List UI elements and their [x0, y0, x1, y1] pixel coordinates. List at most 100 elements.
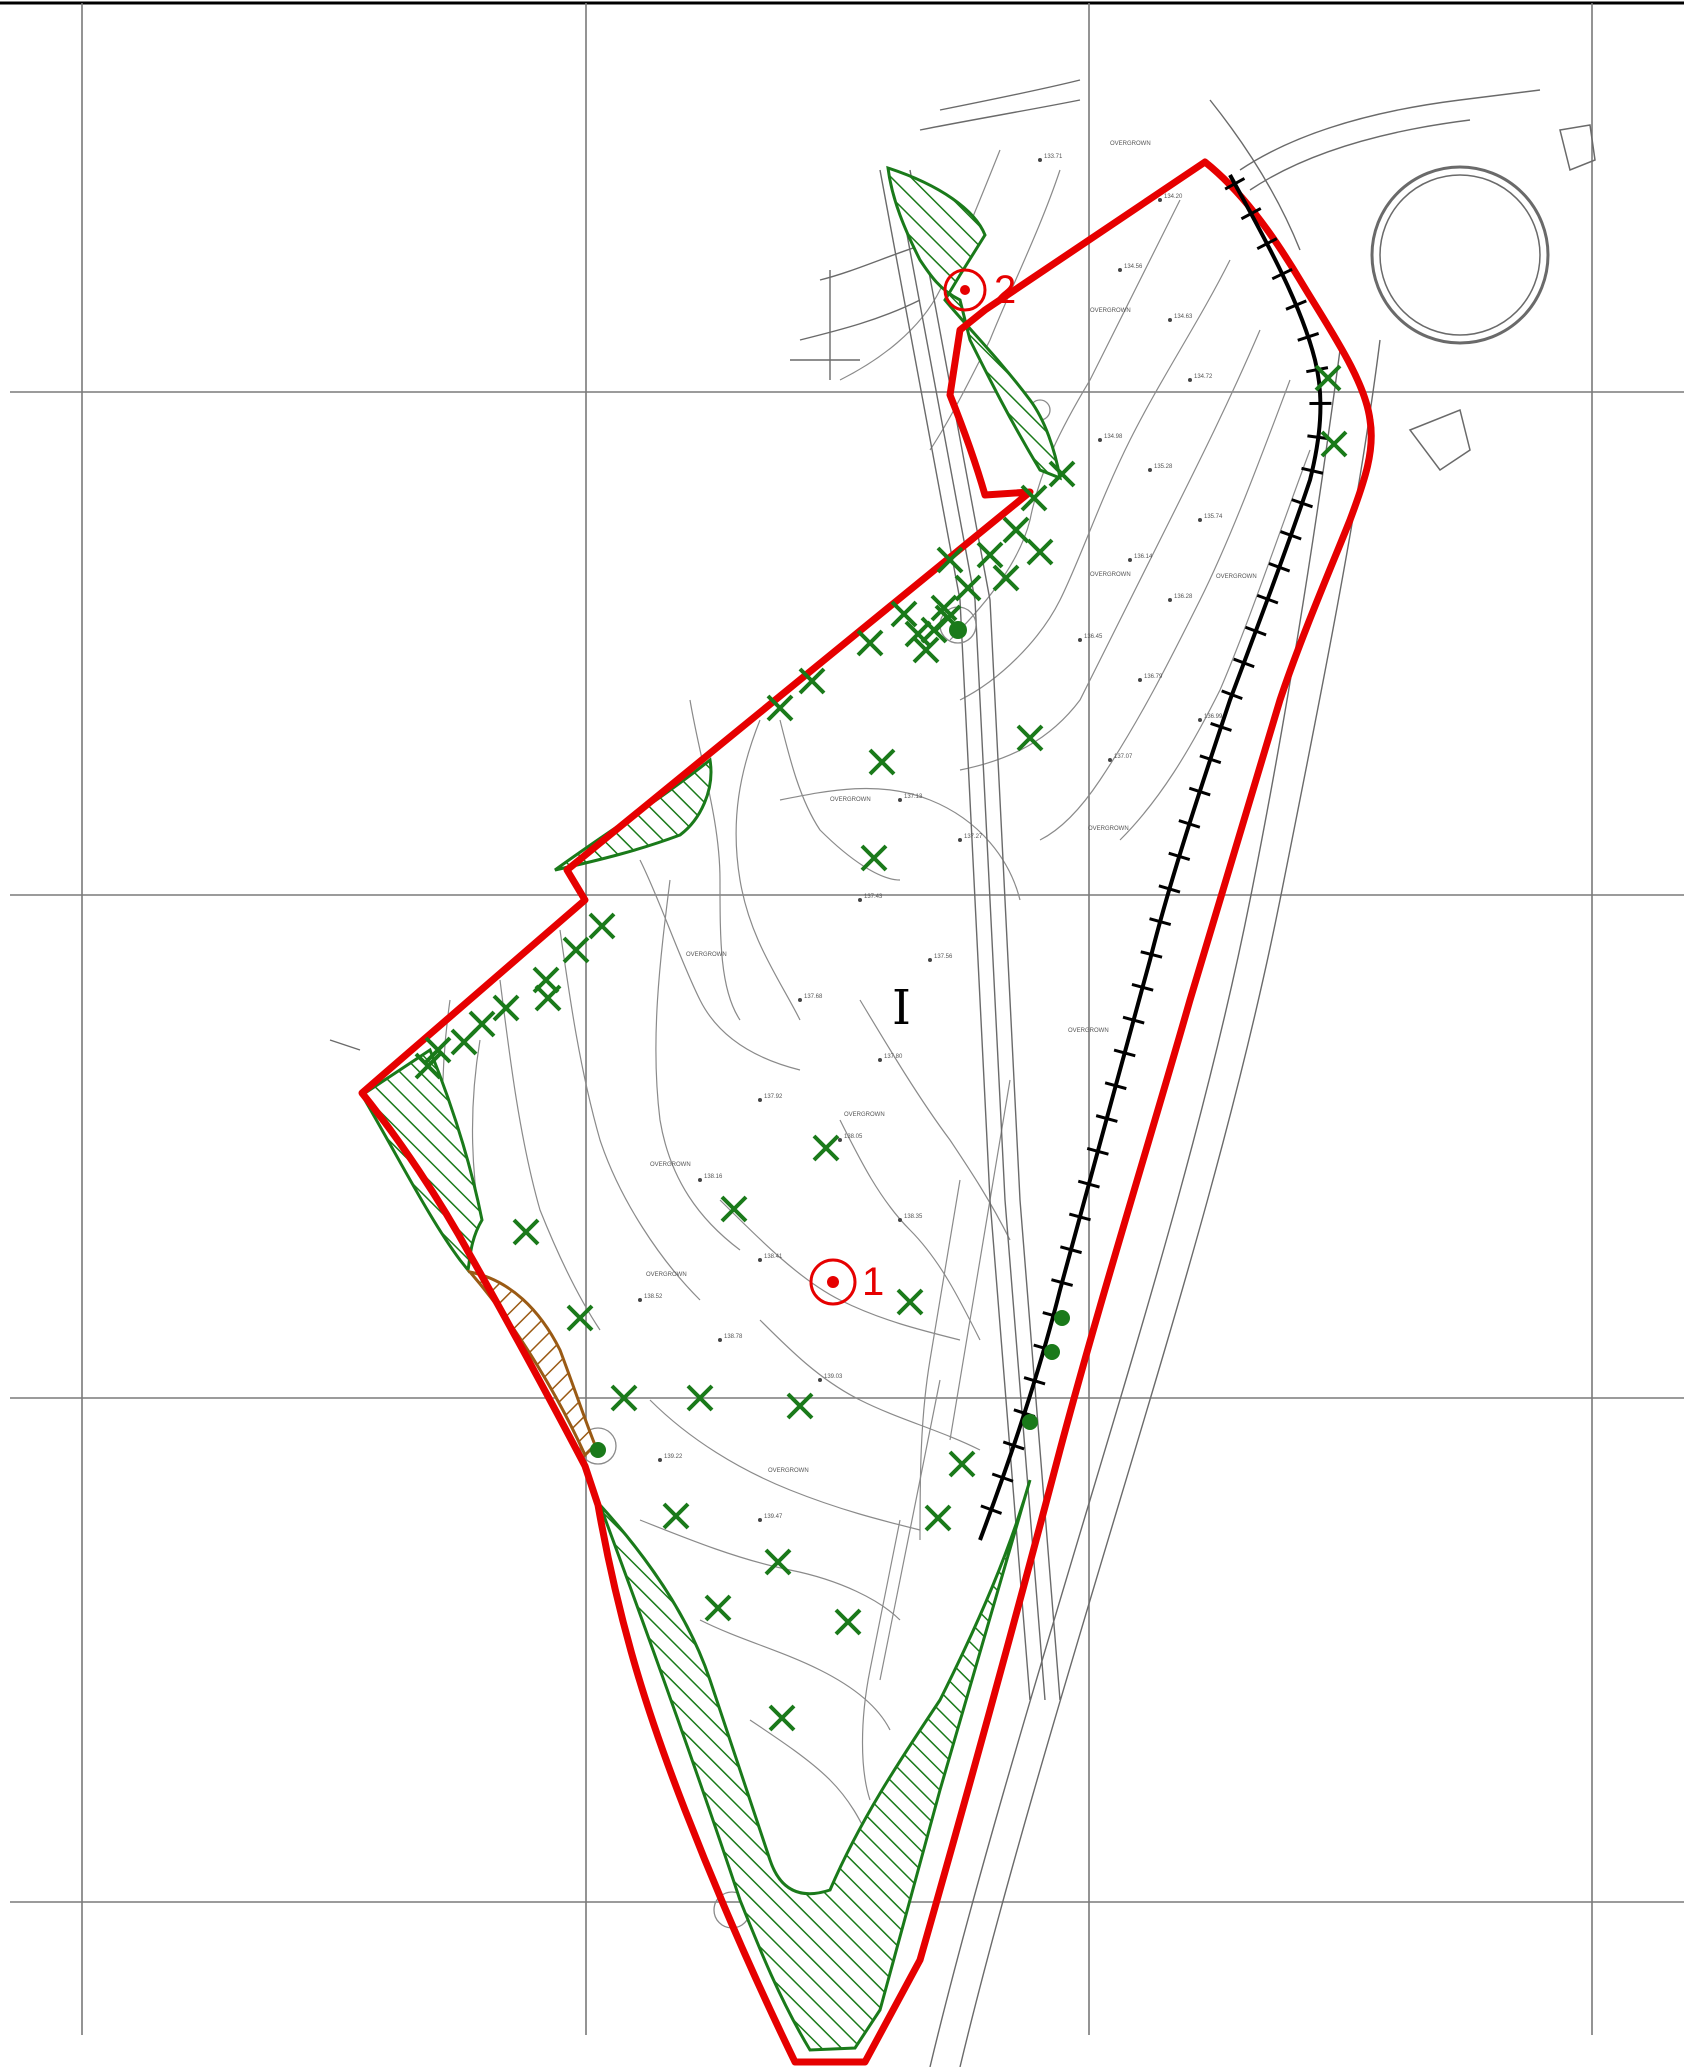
railway-tick [1244, 625, 1267, 637]
site-boundary [358, 158, 1375, 2066]
overgrown-note: OVERGROWN [1088, 826, 1129, 832]
marker-1[interactable]: 1 [809, 1258, 884, 1306]
tree-removal-x [976, 541, 1004, 569]
tree-removal-x [856, 629, 884, 657]
overgrown-note: OVERGROWN [1216, 574, 1257, 580]
overgrown-note: OVERGROWN [844, 1112, 885, 1118]
tree-removal-x [720, 1195, 748, 1223]
tree-removal-x [492, 994, 520, 1022]
overgrown-note: OVERGROWN [646, 1272, 687, 1278]
tree-removal-x [786, 1392, 814, 1420]
tree-removal-x [1048, 460, 1076, 488]
elevation-dot [1128, 558, 1132, 562]
tree-removal-x [662, 1502, 690, 1530]
railway-tick [1271, 267, 1293, 281]
railway-tick [1104, 1081, 1127, 1091]
vegetation-areas [359, 165, 1062, 2052]
railway-tick [1168, 851, 1191, 862]
overgrown-note: OVERGROWN [768, 1468, 809, 1474]
tree-removal-x [992, 564, 1020, 592]
tree-removal-x [1320, 430, 1348, 458]
elevation-label: 137.80 [884, 1054, 903, 1060]
elevation-dot [818, 1378, 822, 1382]
elevation-dot [1118, 268, 1122, 272]
tree-removal-x [1020, 484, 1048, 512]
tree-removal-x [566, 1304, 594, 1332]
railway-tick [1291, 498, 1314, 509]
railway-line [978, 174, 1332, 1541]
marker-2[interactable]: 2 [943, 268, 1016, 312]
overgrown-note: OVERGROWN [686, 952, 727, 958]
elevation-dot [718, 1338, 722, 1342]
elevation-dot [928, 958, 932, 962]
railway-tick [1113, 1048, 1136, 1058]
elevation-dot [1198, 518, 1202, 522]
elevation-dot [898, 798, 902, 802]
elevation-label: 139.03 [824, 1374, 843, 1380]
elevation-label: 136.28 [1174, 594, 1193, 600]
elevation-label: 138.41 [764, 1254, 783, 1260]
tree-removal-x [890, 600, 918, 628]
tree-removal-x [904, 620, 932, 648]
tree-removal-x [1016, 724, 1044, 752]
small-structures [1408, 124, 1596, 472]
tree-removal-x [768, 1704, 796, 1732]
marker-1-label: 1 [862, 1260, 884, 1304]
overgrown-notes: OVERGROWN OVERGROWN OVERGROWN OVERGROWN OVER… [646, 141, 1257, 1474]
elevation-dot [838, 1138, 842, 1142]
zone-label: I [892, 980, 911, 1036]
tree-removal-x [414, 1052, 442, 1080]
elevation-label: 137.13 [904, 794, 923, 800]
railway-tick [1210, 722, 1232, 732]
elevation-dot [798, 998, 802, 1002]
elevation-dot [758, 1258, 762, 1262]
elevation-dot [1108, 758, 1112, 762]
tree-removal-x [924, 1504, 952, 1532]
elevation-dot [1038, 158, 1042, 162]
elevation-dot [1198, 718, 1202, 722]
railway-tick [1221, 689, 1243, 701]
tree-removal-x [588, 912, 616, 940]
elevation-label: 138.78 [724, 1334, 743, 1340]
elevation-points: 133.71134.20134.56134.63134.72134.98135.… [638, 154, 1223, 1522]
overgrown-note: OVERGROWN [1090, 308, 1131, 314]
railway-tick [1199, 754, 1222, 765]
elevation-dot [898, 1218, 902, 1222]
overgrown-note: OVERGROWN [650, 1162, 691, 1168]
vegetation-area-west [359, 1047, 484, 1274]
tree-removal-x [936, 546, 964, 574]
elevation-dot [758, 1518, 762, 1522]
elevation-dot [958, 838, 962, 842]
tree-removal-x [868, 748, 896, 776]
elevation-label: 139.47 [764, 1514, 783, 1520]
vegetation-area-south [598, 1479, 1032, 2052]
elevation-label: 138.05 [844, 1134, 863, 1140]
railway-tick [1279, 530, 1302, 541]
marker-2-label: 2 [994, 268, 1016, 312]
elevation-label: 138.52 [644, 1294, 663, 1300]
elevation-label: 137.43 [864, 894, 883, 900]
circular-tank [1370, 165, 1550, 345]
elevation-label: 134.20 [1164, 194, 1183, 200]
railway-tick [1002, 1440, 1025, 1451]
railway-tick [1095, 1114, 1118, 1123]
contour-lines [441, 149, 1311, 1841]
tree-removal-x [920, 616, 948, 644]
elevation-dot [638, 1298, 642, 1302]
overgrown-note: OVERGROWN [1068, 1028, 1109, 1034]
railway-tick [991, 1472, 1014, 1483]
elevation-dot [1098, 438, 1102, 442]
overgrown-note: OVERGROWN [1090, 572, 1131, 578]
elevation-label: 134.98 [1104, 434, 1123, 440]
tree-removal-x [764, 1548, 792, 1576]
elevation-dot [698, 1178, 702, 1182]
railway-tick [1297, 331, 1320, 342]
elevation-dot [1168, 318, 1172, 322]
elevation-label: 137.92 [764, 1094, 783, 1100]
tree-removal-x [1002, 516, 1030, 544]
tree-removal-x [896, 1288, 924, 1316]
railway-tick [1188, 786, 1211, 797]
railway-tick [1285, 299, 1307, 311]
tree-removal-x [610, 1384, 638, 1412]
elevation-label: 138.35 [904, 1214, 923, 1220]
